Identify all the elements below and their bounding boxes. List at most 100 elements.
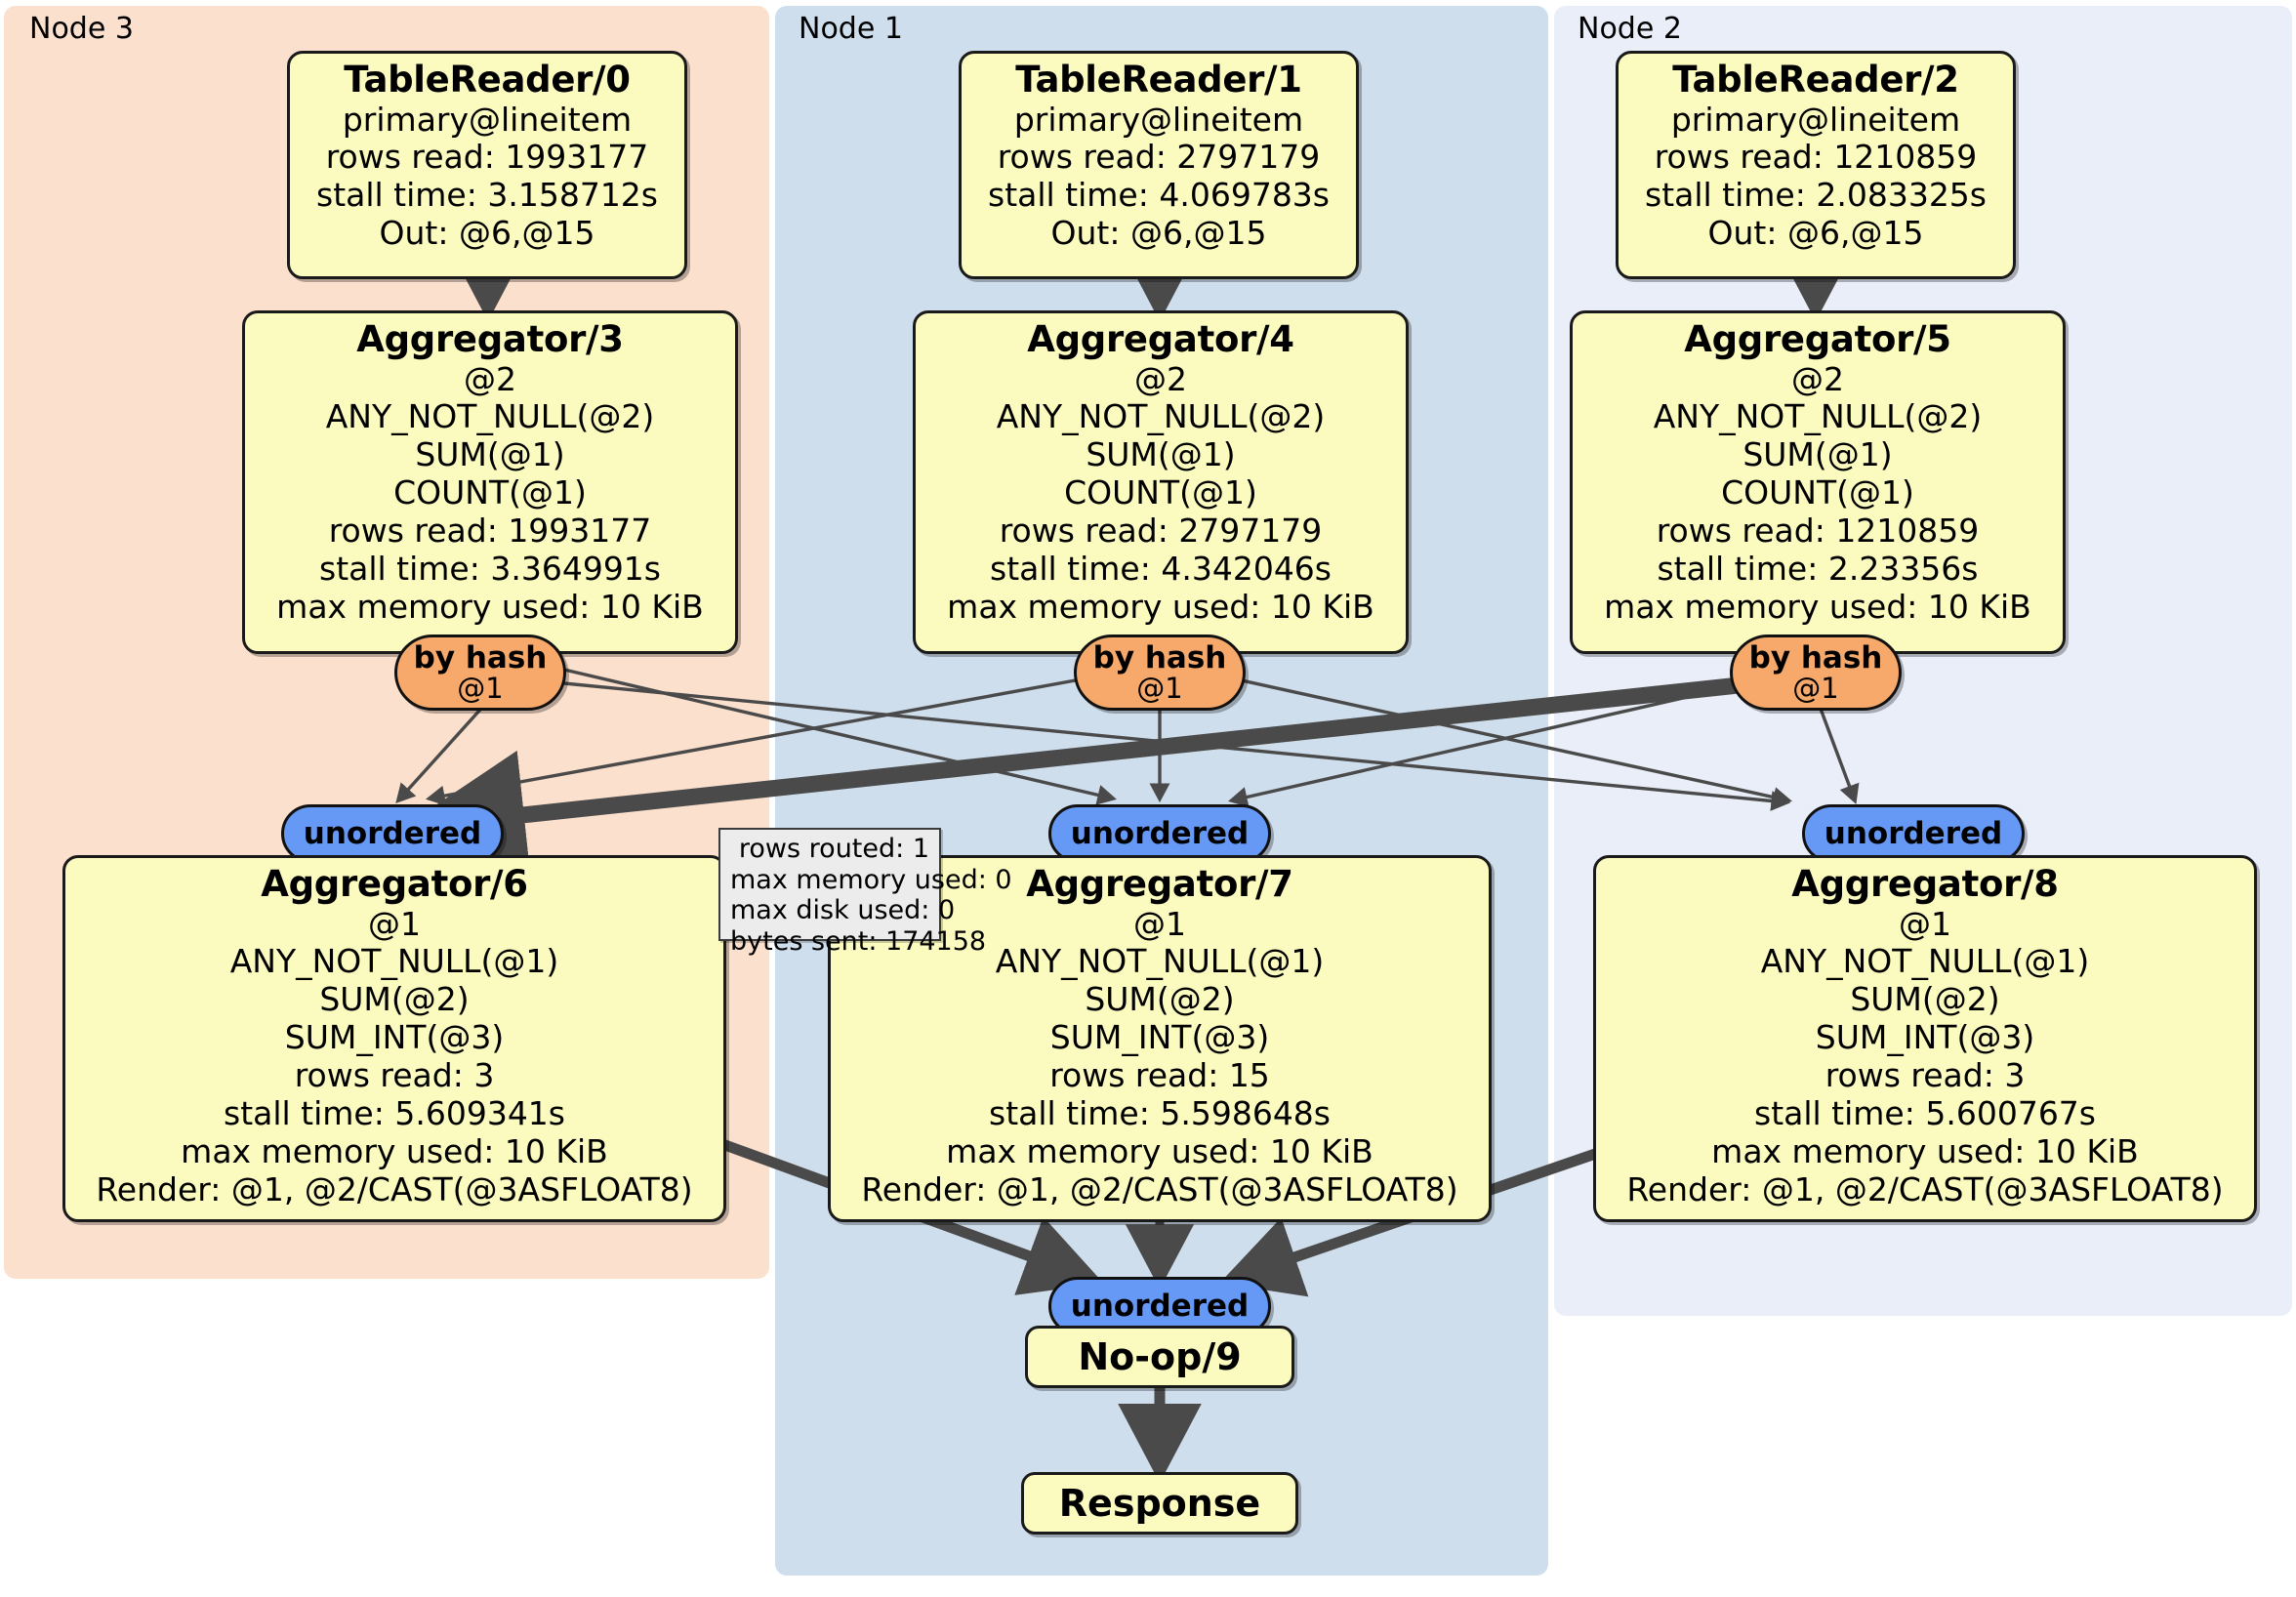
processor-line: stall time: 2.083325s <box>1645 176 1987 215</box>
processor-title: Aggregator/6 <box>261 863 528 905</box>
processor-aggregator-5[interactable]: Aggregator/5 @2 ANY_NOT_NULL(@2) SUM(@1)… <box>1570 310 2066 654</box>
processor-noop-9[interactable]: No-op/9 <box>1025 1326 1294 1388</box>
processor-line: rows read: 2797179 <box>999 512 1323 551</box>
processor-line: rows read: 1993177 <box>325 138 649 177</box>
processor-line: SUM_INT(@3) <box>1049 1018 1270 1057</box>
tooltip-line: max memory used: 0 <box>730 864 1012 895</box>
processor-line: stall time: 3.158712s <box>316 176 658 215</box>
processor-line: stall time: 5.598648s <box>989 1094 1331 1133</box>
processor-line: max memory used: 10 KiB <box>1711 1132 2139 1171</box>
processor-line: @2 <box>1134 359 1187 398</box>
processor-line: primary@lineitem <box>342 100 633 139</box>
tooltip-line: rows routed: 1 <box>738 834 929 864</box>
processor-line: rows read: 2797179 <box>997 138 1321 177</box>
processor-line: Out: @6,@15 <box>1707 214 1924 253</box>
router-by-hash-right[interactable]: by hash @1 <box>1730 635 1902 711</box>
processor-line: COUNT(@1) <box>1064 473 1257 512</box>
router-sub: @1 <box>1136 672 1183 706</box>
router-by-hash-mid[interactable]: by hash @1 <box>1074 635 1246 711</box>
router-label: unordered <box>303 815 482 851</box>
processor-tablereader-2[interactable]: TableReader/2 primary@lineitem rows read… <box>1616 51 2016 279</box>
router-label: unordered <box>1824 815 2003 851</box>
tooltip-line: max disk used: 0 <box>730 895 956 926</box>
processor-line: SUM_INT(@3) <box>284 1018 505 1057</box>
processor-line: max memory used: 10 KiB <box>181 1132 608 1171</box>
processor-line: ANY_NOT_NULL(@2) <box>1653 397 1983 436</box>
router-label: unordered <box>1070 1288 1250 1324</box>
processor-line: SUM(@1) <box>415 435 565 474</box>
processor-title: TableReader/0 <box>344 59 631 101</box>
processor-line: SUM(@1) <box>1086 435 1236 474</box>
router-unordered-right[interactable]: unordered <box>1802 804 2025 863</box>
processor-line: stall time: 2.23356s <box>1657 550 1979 589</box>
router-sub: @1 <box>1792 672 1839 706</box>
processor-line: @2 <box>464 359 516 398</box>
processor-aggregator-6[interactable]: Aggregator/6 @1 ANY_NOT_NULL(@1) SUM(@2)… <box>62 855 726 1222</box>
processor-line: @2 <box>1791 359 1844 398</box>
router-heading: by hash <box>1092 639 1227 676</box>
panel-label-node3: Node 3 <box>29 12 134 46</box>
processor-title: Response <box>1058 1482 1261 1525</box>
processor-line: rows read: 1210859 <box>1654 138 1978 177</box>
processor-line: Out: @6,@15 <box>379 214 595 253</box>
processor-line: ANY_NOT_NULL(@1) <box>995 942 1325 981</box>
panel-label-node2: Node 2 <box>1578 12 1682 46</box>
processor-line: rows read: 1993177 <box>328 512 652 551</box>
processor-title: TableReader/1 <box>1015 59 1302 101</box>
router-unordered-left[interactable]: unordered <box>281 804 504 863</box>
processor-line: max memory used: 10 KiB <box>276 588 704 627</box>
processor-tablereader-0[interactable]: TableReader/0 primary@lineitem rows read… <box>287 51 687 279</box>
processor-title: Aggregator/3 <box>356 318 624 360</box>
router-label: unordered <box>1070 815 1250 851</box>
processor-line: @1 <box>368 904 421 943</box>
processor-title: Aggregator/8 <box>1791 863 2059 905</box>
processor-line: primary@lineitem <box>1013 100 1304 139</box>
processor-line: max memory used: 10 KiB <box>946 1132 1374 1171</box>
processor-line: @1 <box>1133 904 1186 943</box>
processor-tablereader-1[interactable]: TableReader/1 primary@lineitem rows read… <box>959 51 1359 279</box>
processor-line: stall time: 5.600767s <box>1754 1094 2096 1133</box>
processor-line: Out: @6,@15 <box>1050 214 1267 253</box>
processor-line: COUNT(@1) <box>1721 473 1914 512</box>
processor-title: Aggregator/4 <box>1027 318 1294 360</box>
processor-line: COUNT(@1) <box>393 473 587 512</box>
processor-line: stall time: 4.069783s <box>988 176 1330 215</box>
processor-line: rows read: 3 <box>294 1056 495 1095</box>
processor-line: SUM(@2) <box>1850 980 2000 1019</box>
processor-line: @1 <box>1899 904 1951 943</box>
router-unordered-mid[interactable]: unordered <box>1048 804 1271 863</box>
router-by-hash-left[interactable]: by hash @1 <box>394 635 566 711</box>
processor-line: SUM_INT(@3) <box>1815 1018 2035 1057</box>
routing-stats-tooltip: rows routed: 1 max memory used: 0 max di… <box>718 828 1012 957</box>
processor-title: Aggregator/5 <box>1684 318 1951 360</box>
processor-line: rows read: 15 <box>1049 1056 1270 1095</box>
processor-line: Render: @1, @2/CAST(@3ASFLOAT8) <box>1626 1170 2224 1209</box>
processor-title: No-op/9 <box>1078 1335 1242 1378</box>
processor-line: stall time: 5.609341s <box>224 1094 565 1133</box>
tooltip-line: bytes sent: 174158 <box>730 925 987 957</box>
panel-label-node1: Node 1 <box>799 12 903 46</box>
processor-aggregator-8[interactable]: Aggregator/8 @1 ANY_NOT_NULL(@1) SUM(@2)… <box>1593 855 2257 1222</box>
router-sub: @1 <box>457 672 504 706</box>
processor-line: SUM(@1) <box>1742 435 1893 474</box>
processor-line: Render: @1, @2/CAST(@3ASFLOAT8) <box>861 1170 1458 1209</box>
processor-line: ANY_NOT_NULL(@1) <box>1760 942 2090 981</box>
processor-line: ANY_NOT_NULL(@2) <box>996 397 1326 436</box>
processor-line: ANY_NOT_NULL(@2) <box>325 397 655 436</box>
processor-line: rows read: 3 <box>1824 1056 2026 1095</box>
processor-line: SUM(@2) <box>1085 980 1235 1019</box>
processor-response[interactable]: Response <box>1021 1472 1298 1535</box>
processor-line: max memory used: 10 KiB <box>1604 588 2031 627</box>
processor-title: TableReader/2 <box>1672 59 1959 101</box>
processor-line: stall time: 4.342046s <box>990 550 1332 589</box>
processor-line: primary@lineitem <box>1670 100 1961 139</box>
processor-line: rows read: 1210859 <box>1656 512 1980 551</box>
processor-aggregator-3[interactable]: Aggregator/3 @2 ANY_NOT_NULL(@2) SUM(@1)… <box>242 310 738 654</box>
processor-line: ANY_NOT_NULL(@1) <box>229 942 559 981</box>
processor-aggregator-4[interactable]: Aggregator/4 @2 ANY_NOT_NULL(@2) SUM(@1)… <box>913 310 1409 654</box>
processor-title: Aggregator/7 <box>1026 863 1293 905</box>
processor-line: Render: @1, @2/CAST(@3ASFLOAT8) <box>96 1170 693 1209</box>
router-heading: by hash <box>413 639 548 676</box>
processor-line: SUM(@2) <box>319 980 470 1019</box>
